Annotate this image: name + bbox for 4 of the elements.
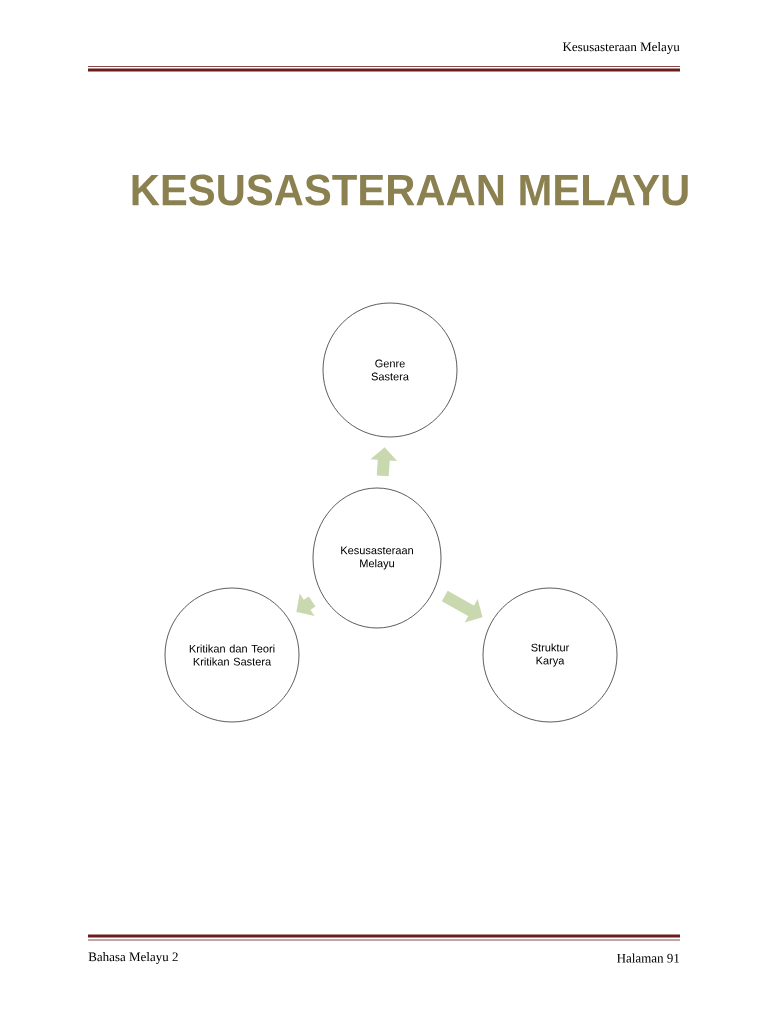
footer-text: Bahasa Melayu 2	[88, 952, 178, 964]
title: KESUSASTERAAN MELAYU	[132, 174, 688, 206]
page-number: Halaman 91	[617, 953, 680, 963]
header-text: Kesusasteraan Melayu	[562, 42, 680, 54]
